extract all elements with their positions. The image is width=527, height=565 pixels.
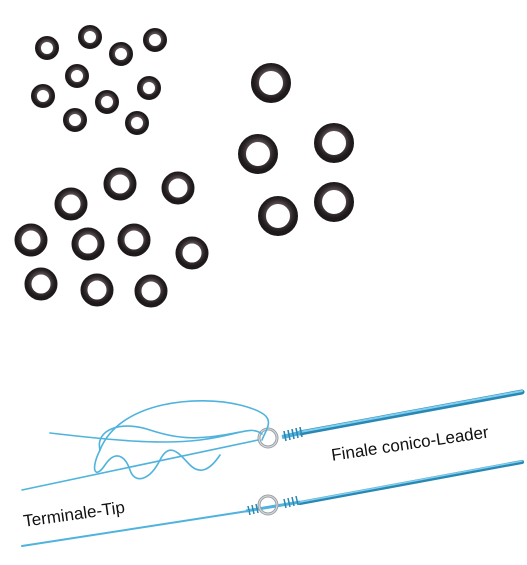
upper-leader-line xyxy=(297,389,525,436)
large-ring xyxy=(314,123,354,163)
upper-connector xyxy=(257,426,303,449)
small-ring xyxy=(35,36,59,60)
small-ring xyxy=(125,111,149,135)
lower-leader-line xyxy=(298,460,524,505)
small-rings-group xyxy=(31,25,167,135)
large-ring xyxy=(251,63,291,103)
medium-ring xyxy=(175,236,209,270)
medium-ring xyxy=(71,227,105,261)
medium-ring xyxy=(24,267,58,301)
medium-ring xyxy=(161,171,195,205)
large-ring xyxy=(258,196,298,236)
small-ring xyxy=(143,28,167,52)
medium-ring xyxy=(80,273,114,307)
large-ring xyxy=(314,182,354,222)
small-ring xyxy=(65,64,89,88)
small-ring xyxy=(78,25,102,49)
small-ring xyxy=(95,90,119,114)
lower-connector xyxy=(245,494,301,516)
large-rings-group xyxy=(238,63,354,236)
medium-ring xyxy=(134,274,168,308)
medium-ring xyxy=(103,167,137,201)
small-ring xyxy=(137,76,161,100)
small-ring xyxy=(63,108,87,132)
medium-ring xyxy=(54,187,88,221)
large-ring xyxy=(238,134,278,174)
medium-rings-group xyxy=(14,167,209,308)
medium-ring xyxy=(14,223,48,257)
small-ring xyxy=(109,42,133,66)
tip-line-lower xyxy=(21,510,249,547)
small-ring xyxy=(31,84,55,108)
medium-ring xyxy=(117,223,151,257)
tip-knot xyxy=(21,400,270,491)
